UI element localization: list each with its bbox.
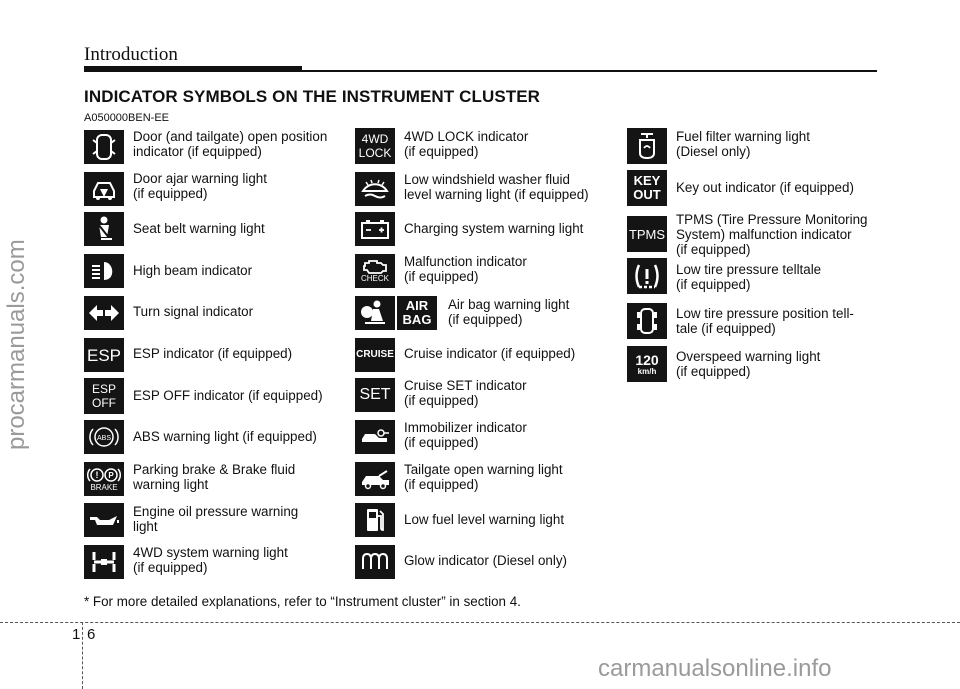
chapter-title: Introduction xyxy=(84,44,178,65)
tpms-icon: TPMS xyxy=(627,216,667,252)
parking-brake-icon: ! P BRAKE xyxy=(84,462,124,496)
footer-divider xyxy=(0,622,960,623)
header-rule-thin xyxy=(302,70,877,72)
door-open-icon xyxy=(84,130,124,164)
reference-code: A050000BEN-EE xyxy=(84,112,169,124)
fuel-filter-icon xyxy=(627,128,667,164)
tailgate-open-icon xyxy=(355,462,395,496)
4wd-lock-icon-text: 4WD LOCK xyxy=(358,132,392,160)
label-tailgate-open: Tailgate open warning light (if equipped… xyxy=(404,462,563,492)
abs-icon: ABS xyxy=(84,420,124,454)
label-airbag: Air bag warning light (if equipped) xyxy=(448,297,570,327)
bottom-watermark: carmanualsonline.info xyxy=(598,655,832,682)
airbag-icon-text: AIR BAG xyxy=(402,298,432,327)
label-door-open: Door (and tailgate) open position indica… xyxy=(133,129,328,159)
label-tpms: TPMS (Tire Pressure Monitoring System) m… xyxy=(676,212,868,257)
tpms-icon-text: TPMS xyxy=(628,226,666,242)
label-battery: Charging system warning light xyxy=(404,221,584,236)
esp-icon: ESP xyxy=(84,338,124,372)
immobilizer-icon xyxy=(355,420,395,454)
label-parking-brake: Parking brake & Brake fluid warning ligh… xyxy=(133,462,296,492)
label-low-tire-pressure: Low tire pressure telltale (if equipped) xyxy=(676,262,822,292)
side-watermark: procarmanuals.com xyxy=(3,239,30,450)
overspeed-icon-unit: km/h xyxy=(637,366,657,376)
turn-signal-icon xyxy=(84,296,124,330)
label-cruise: Cruise indicator (if equipped) xyxy=(404,346,576,361)
high-beam-icon xyxy=(84,254,124,288)
battery-icon xyxy=(355,212,395,246)
page-number-divider xyxy=(82,622,83,689)
4wd-system-icon xyxy=(84,545,124,579)
key-out-icon: KEY OUT xyxy=(627,170,667,206)
esp-off-icon: ESP OFF xyxy=(84,378,124,414)
label-seat-belt: Seat belt warning light xyxy=(133,221,265,236)
label-4wd-lock: 4WD LOCK indicator (if equipped) xyxy=(404,129,529,159)
airbag-icon: AIR BAG xyxy=(397,296,437,330)
glow-plug-icon xyxy=(355,545,395,579)
label-check-engine: Malfunction indicator (if equipped) xyxy=(404,254,527,284)
airbag-person-icon xyxy=(355,296,395,330)
esp-off-icon-text: ESP OFF xyxy=(91,382,116,410)
label-door-ajar: Door ajar warning light (if equipped) xyxy=(133,171,267,201)
chapter-number: 1 xyxy=(72,626,81,643)
footnote: * For more detailed explanations, refer … xyxy=(84,594,521,609)
label-cruise-set: Cruise SET indicator (if equipped) xyxy=(404,378,527,408)
label-washer-fluid: Low windshield washer fluid level warnin… xyxy=(404,172,589,202)
cruise-set-icon-text: SET xyxy=(359,386,391,403)
label-low-fuel: Low fuel level warning light xyxy=(404,512,565,527)
svg-text:P: P xyxy=(108,471,114,480)
label-immobilizer: Immobilizer indicator (if equipped) xyxy=(404,420,527,450)
label-fuel-filter: Fuel filter warning light (Diesel only) xyxy=(676,129,810,159)
label-turn-signal: Turn signal indicator xyxy=(133,304,254,319)
door-ajar-icon xyxy=(84,172,124,206)
tire-position-icon xyxy=(627,303,667,339)
overspeed-icon: 120 km/h xyxy=(627,346,667,382)
oil-pressure-icon xyxy=(84,503,124,537)
svg-text:!: ! xyxy=(96,470,99,480)
label-abs: ABS warning light (if equipped) xyxy=(133,429,317,444)
cruise-icon-text: CRUISE xyxy=(356,349,394,360)
page-number: 6 xyxy=(87,626,96,643)
check-engine-icon-text: CHECK xyxy=(360,274,389,283)
washer-fluid-icon xyxy=(355,172,395,206)
label-esp: ESP indicator (if equipped) xyxy=(133,346,293,361)
low-fuel-icon xyxy=(355,503,395,537)
overspeed-icon-value: 120 xyxy=(635,351,659,368)
label-esp-off: ESP OFF indicator (if equipped) xyxy=(133,388,323,403)
seat-belt-icon xyxy=(84,212,124,246)
section-title: INDICATOR SYMBOLS ON THE INSTRUMENT CLUS… xyxy=(84,87,541,106)
label-high-beam: High beam indicator xyxy=(133,263,253,278)
parking-brake-icon-text: BRAKE xyxy=(90,483,118,492)
esp-icon-text: ESP xyxy=(86,345,122,365)
label-4wd-system: 4WD system warning light (if equipped) xyxy=(133,545,288,575)
label-key-out: Key out indicator (if equipped) xyxy=(676,180,854,195)
low-tire-pressure-icon xyxy=(627,258,667,294)
label-overspeed: Overspeed warning light (if equipped) xyxy=(676,349,821,379)
cruise-set-icon: SET xyxy=(355,378,395,412)
header-rule-thick xyxy=(84,66,302,72)
cruise-icon: CRUISE xyxy=(355,338,395,372)
label-tire-position: Low tire pressure position tell- tale (i… xyxy=(676,306,854,336)
label-glow-plug: Glow indicator (Diesel only) xyxy=(404,553,567,568)
key-out-icon-text: KEY OUT xyxy=(633,173,661,202)
abs-icon-text: ABS xyxy=(97,435,111,442)
check-engine-icon: CHECK xyxy=(355,254,395,288)
label-oil-pressure: Engine oil pressure warning light xyxy=(133,504,299,534)
4wd-lock-icon: 4WD LOCK xyxy=(355,128,395,164)
